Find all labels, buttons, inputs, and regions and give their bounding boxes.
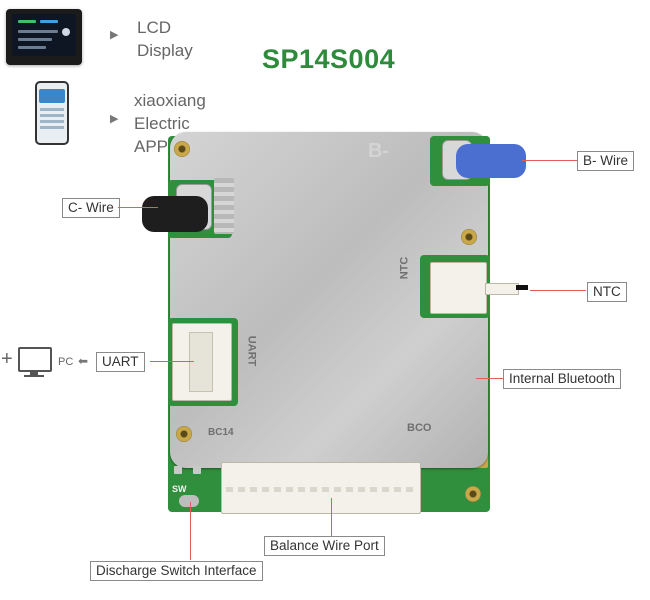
discharge-callout: Discharge Switch Interface [90, 561, 263, 581]
sw-pad [193, 466, 201, 474]
mounting-hole [174, 141, 190, 157]
pc-arrow-icon: ⬅ [78, 354, 89, 368]
c-wire [142, 196, 208, 232]
balance-leader [331, 498, 332, 536]
discharge-leader [190, 502, 191, 560]
uart-leader [150, 361, 194, 362]
plus-icon: + [1, 348, 13, 370]
ntc-callout: NTC [587, 282, 627, 302]
pc-monitor-icon [18, 347, 52, 372]
lcd-label-line1: LCD [137, 18, 172, 37]
uart-silk: UART [245, 335, 258, 367]
ntc-wire [516, 285, 528, 290]
lcd-arrow-icon: ▶ [110, 29, 119, 41]
app-label: xiaoxiang Electric APP [134, 89, 206, 158]
lcd-display-image [6, 9, 82, 65]
c-terminal-fins [214, 178, 234, 234]
balance-connector [221, 462, 421, 514]
b-minus-silk: B- [368, 140, 390, 162]
ntc-silk: NTC [398, 256, 411, 280]
c-wire-callout: C- Wire [62, 198, 120, 218]
mounting-hole [465, 486, 481, 502]
phone-app-image [35, 81, 69, 145]
uart-callout: UART [96, 352, 145, 372]
lcd-label-line2: Display [137, 41, 193, 60]
sw-connector [179, 495, 199, 507]
c-wire-leader [118, 207, 158, 208]
pc-base-icon [24, 375, 44, 377]
bluetooth-leader [476, 378, 504, 379]
model-title: SP14S004 [262, 44, 396, 74]
b-wire-leader [522, 160, 578, 161]
balance-callout: Balance Wire Port [264, 536, 385, 556]
bluetooth-callout: Internal Bluetooth [503, 369, 621, 389]
pc-label: PC [58, 356, 74, 368]
app-label-line2: Electric [134, 114, 190, 133]
app-label-line3: APP [134, 137, 169, 156]
board-code-silk: BC14 [208, 427, 234, 438]
bco-silk: BCO [407, 422, 432, 434]
ntc-leader [530, 290, 586, 291]
pc-stand-icon [30, 371, 38, 375]
mounting-hole [176, 426, 192, 442]
app-label-line1: xiaoxiang [134, 91, 206, 110]
mounting-hole [461, 229, 477, 245]
ntc-plug [485, 283, 519, 295]
lcd-label: LCD Display [137, 16, 193, 62]
app-arrow-icon: ▶ [110, 113, 119, 125]
uart-connector [172, 323, 232, 401]
sw-pad [174, 466, 182, 474]
ntc-connector [430, 262, 487, 314]
sw-silk: SW [172, 484, 187, 494]
b-wire [456, 144, 526, 178]
b-wire-callout: B- Wire [577, 151, 634, 171]
